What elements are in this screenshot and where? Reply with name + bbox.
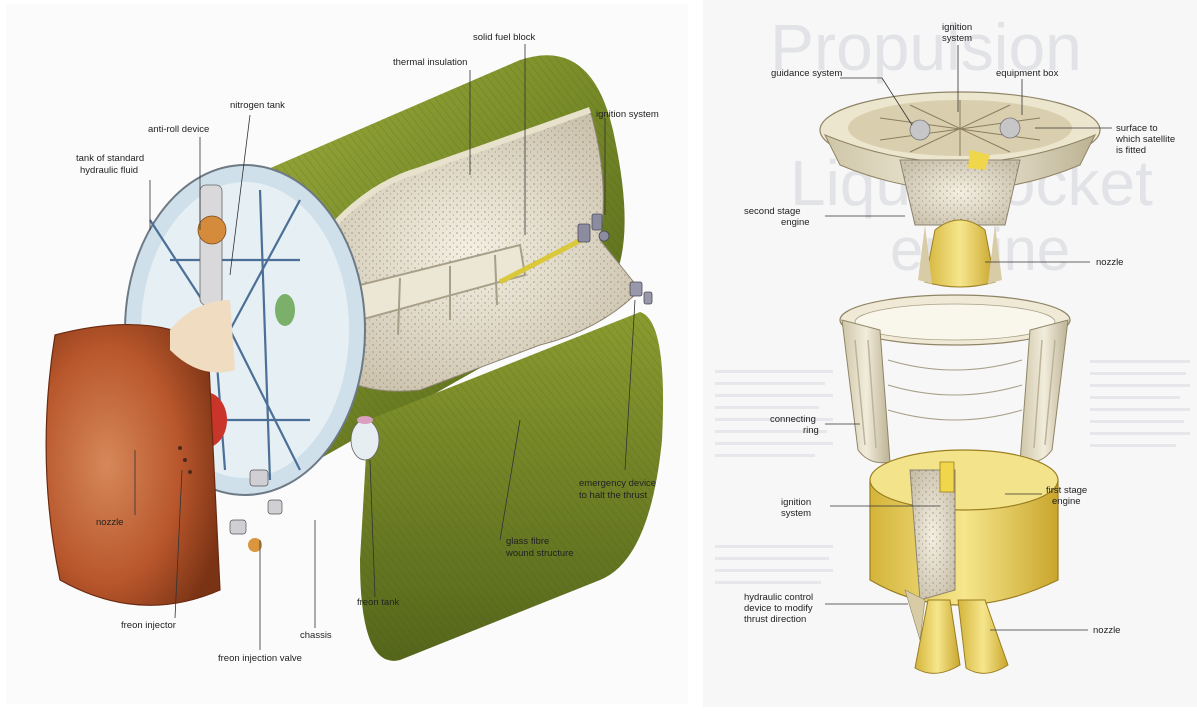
guidance-sphere <box>910 120 930 140</box>
label-first-stage-1: first stage <box>1046 485 1087 496</box>
label-anti-roll-device: anti-roll device <box>148 124 209 135</box>
label-thermal-insulation: thermal insulation <box>393 57 467 68</box>
lower-ignition-unit <box>940 462 954 492</box>
label-hydraulic-control-1: hydraulic control <box>744 592 813 603</box>
label-hydraulic-control-3: thrust direction <box>744 614 806 625</box>
label-connecting-ring-2: ring <box>803 425 819 436</box>
green-valve <box>275 294 295 326</box>
label-second-stage-2: engine <box>781 217 810 228</box>
label-ignition-system-lower-1: ignition <box>781 497 811 508</box>
label-glass-fibre-2: wound structure <box>505 548 574 559</box>
label-nozzle-upper: nozzle <box>1096 257 1123 268</box>
label-freon-injection-valve: freon injection valve <box>218 653 302 664</box>
page-gutter <box>688 0 703 707</box>
label-equipment-box: equipment box <box>996 68 1059 79</box>
label-freon-tank: freon tank <box>357 597 399 608</box>
label-guidance-system: guidance system <box>771 68 842 79</box>
left-panel: solid fuel block thermal insulation nitr… <box>6 4 688 704</box>
label-emergency-device-2: to halt the thrust <box>579 490 647 501</box>
right-panel: Propulsion Liquid rocket engine <box>703 0 1197 707</box>
upper-nozzle <box>925 220 995 287</box>
label-solid-fuel-block: solid fuel block <box>473 32 536 43</box>
label-ignition-system-top-2: system <box>942 33 972 44</box>
label-ignition-system-lower-2: system <box>781 508 811 519</box>
label-connecting-ring-1: connecting <box>770 414 816 425</box>
freon-tank-body <box>351 420 379 460</box>
label-nozzle-lower: nozzle <box>1093 625 1120 636</box>
label-tank-standard-hydraulic-1: tank of standard <box>76 153 144 164</box>
label-surface-satellite-1: surface to <box>1116 123 1158 134</box>
label-second-stage-1: second stage <box>744 206 801 217</box>
label-tank-standard-hydraulic-2: hydraulic fluid <box>80 165 138 176</box>
label-ignition-system-top-1: ignition <box>942 22 972 33</box>
label-ignition-system: ignition system <box>596 109 659 120</box>
label-chassis: chassis <box>300 630 332 641</box>
label-surface-satellite-2: which satellite <box>1115 134 1175 145</box>
hydraulic-fluid-tank <box>198 216 226 244</box>
label-surface-satellite-3: is fitted <box>1116 145 1146 156</box>
label-hydraulic-control-2: device to modify <box>744 603 813 614</box>
label-nitrogen-tank: nitrogen tank <box>230 100 285 111</box>
label-freon-injector: freon injector <box>121 620 176 631</box>
label-first-stage-2: engine <box>1052 496 1081 507</box>
label-glass-fibre-1: glass fibre <box>506 536 549 547</box>
label-emergency-device-1: emergency device <box>579 478 656 489</box>
label-nozzle: nozzle <box>96 517 123 528</box>
nitrogen-tank-cylinder <box>200 185 222 305</box>
equipment-sphere <box>1000 118 1020 138</box>
